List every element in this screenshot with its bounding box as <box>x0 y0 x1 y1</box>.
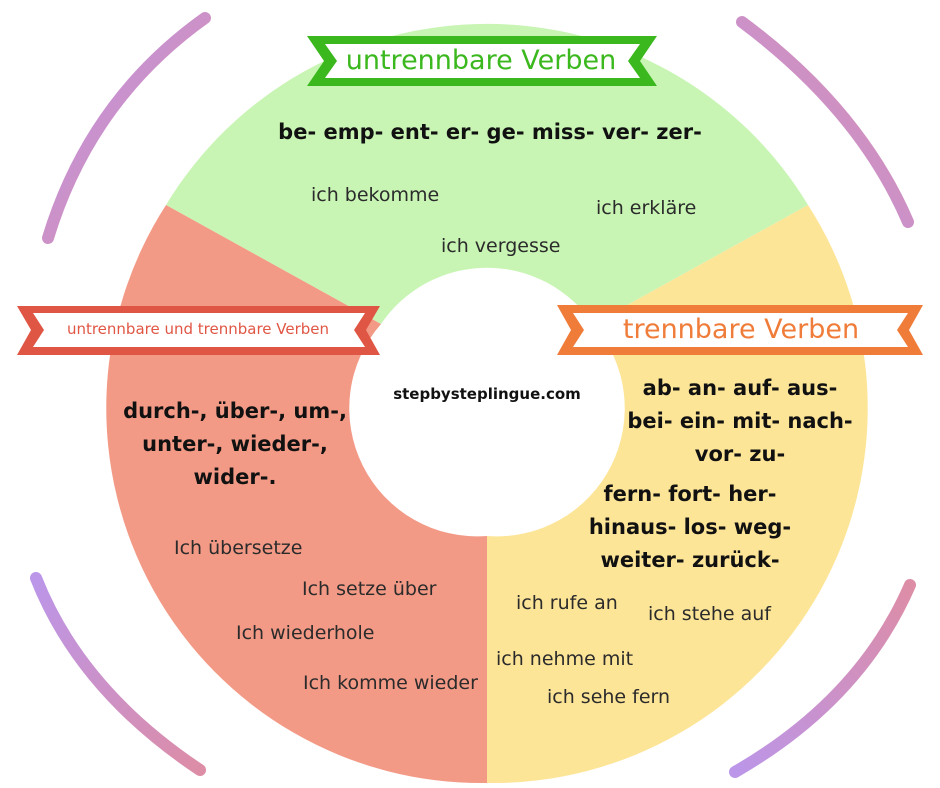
example-beides-4: Ich komme wieder <box>303 672 478 694</box>
example-beides-3: Ich wiederhole <box>236 622 375 644</box>
banner-title-untrennbar: untrennbare Verben <box>345 45 617 76</box>
example-beides-1: Ich übersetze <box>174 537 303 559</box>
prefixes-untrennbar-und-trennbar: durch-, über-, um-, unter-, wieder-, wid… <box>110 395 360 494</box>
banner-untrennbar <box>307 36 657 86</box>
brush-stroke-bottom-right <box>729 579 916 778</box>
center-website-label: stepbysteplingue.com <box>393 385 581 403</box>
banner-title-untrennbar-und-trennbar: untrennbare und trennbare Verben <box>66 320 330 338</box>
example-untrennbar-3: ich vergesse <box>441 235 561 257</box>
example-untrennbar-1: ich bekomme <box>311 184 440 206</box>
prefix-line: vor- zu- <box>694 442 786 466</box>
prefixes-untrennbar: be- emp- ent- er- ge- miss- ver- zer- <box>278 120 702 144</box>
prefix-line: hinaus- los- weg- <box>588 515 792 539</box>
banner-title-trennbar: trennbare Verben <box>622 314 860 345</box>
prefix-line: weiter- zurück- <box>600 548 780 572</box>
decorative-brush-strokes <box>30 12 916 778</box>
banner-trennbar <box>557 305 923 355</box>
sector-untrennbar <box>166 23 808 324</box>
example-untrennbar-2: ich erkläre <box>596 197 697 219</box>
prefix-line: unter-, wieder-, <box>142 432 328 456</box>
prefix-line: ab- an- auf- aus- <box>642 376 838 400</box>
prefix-line: fern- fort- her- <box>603 482 777 506</box>
example-trennbar-1: ich rufe an <box>516 592 618 614</box>
example-beides-2: Ich setze über <box>302 578 437 600</box>
prefix-line: bei- ein- mit- nach- <box>627 409 853 433</box>
example-trennbar-2: ich stehe auf <box>648 603 771 625</box>
prefix-line: wider-. <box>193 465 277 489</box>
center-circle <box>360 281 614 535</box>
prefixes-trennbar-group-2: fern- fort- her- hinaus- los- weg- weite… <box>565 478 815 577</box>
brush-stroke-bottom-left <box>30 572 206 776</box>
brush-stroke-top-left <box>42 12 211 244</box>
prefixes-trennbar-group-1: ab- an- auf- aus- bei- ein- mit- nach- v… <box>615 372 865 471</box>
prefix-line: durch-, über-, um-, <box>123 399 347 423</box>
brush-stroke-top-right <box>736 16 914 228</box>
example-trennbar-3: ich nehme mit <box>496 648 634 670</box>
example-trennbar-4: ich sehe fern <box>547 686 671 708</box>
banner-untrennbar-und-trennbar <box>17 306 380 355</box>
